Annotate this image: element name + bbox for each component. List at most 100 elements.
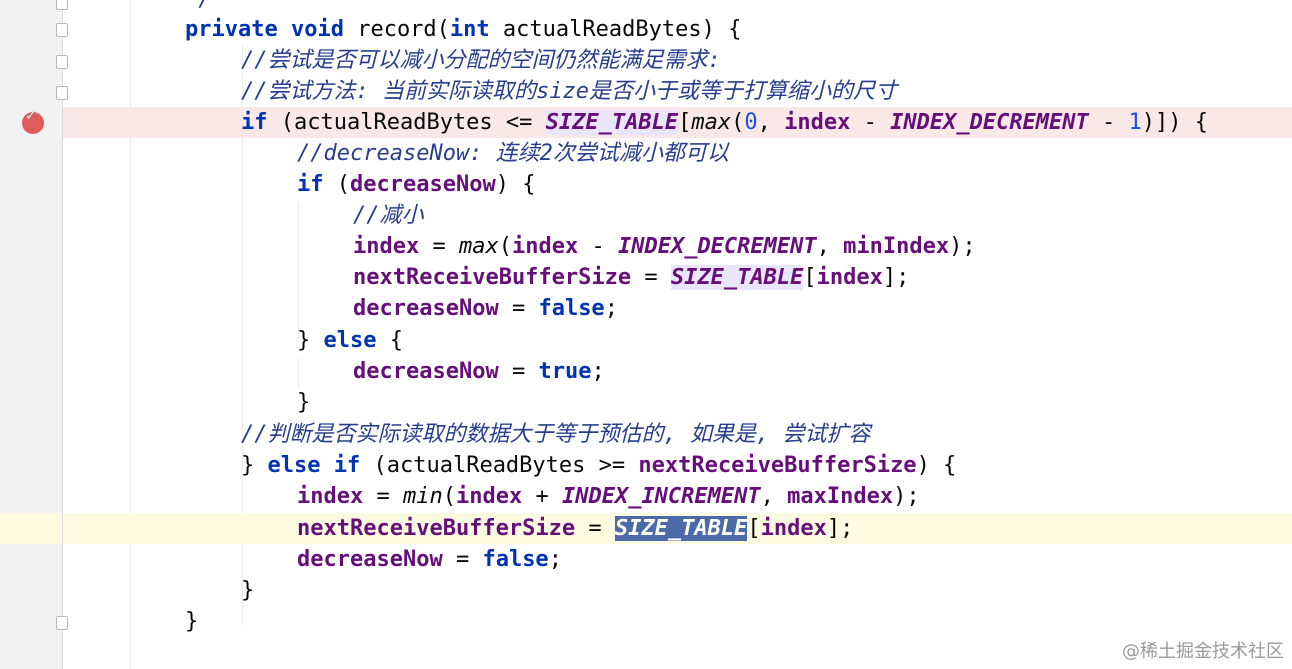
- code-text: =: [432, 234, 446, 259]
- code-line[interactable]: decreaseNow = true;: [63, 356, 1292, 387]
- code-text: ;: [548, 547, 562, 572]
- code-line[interactable]: }: [63, 575, 1292, 606]
- code-text: }: [297, 328, 311, 353]
- code-text: (: [442, 484, 456, 509]
- field: maxIndex: [787, 484, 894, 509]
- keyword: void: [290, 17, 344, 42]
- code-line[interactable]: decreaseNow = false;: [63, 293, 1292, 324]
- caret-line-gutter: [0, 513, 62, 544]
- code-text: }: [185, 609, 199, 634]
- code-text: ) {: [495, 172, 536, 197]
- constant: INDEX_INCREMENT: [561, 484, 761, 509]
- code-text: =: [588, 516, 602, 541]
- comment: //减小: [353, 203, 424, 228]
- keyword: false: [538, 296, 605, 321]
- field: decreaseNow: [297, 547, 443, 572]
- comment: //尝试方法: 当前实际读取的size是否小于或等于打算缩小的尺寸: [241, 79, 897, 104]
- constant: SIZE_TABLE: [545, 110, 679, 135]
- code-text: -: [591, 234, 605, 259]
- code-line[interactable]: }: [63, 387, 1292, 418]
- code-line[interactable]: } else if (actualReadBytes >= nextReceiv…: [63, 450, 1292, 481]
- constant: SIZE_TABLE: [670, 265, 804, 290]
- field: index: [297, 484, 364, 509]
- code-text: (actualReadBytes >=: [373, 453, 626, 478]
- code-text: );: [893, 484, 920, 509]
- code-text: );: [949, 234, 976, 259]
- code-text: =: [455, 547, 470, 572]
- code-text: (: [498, 234, 512, 259]
- code-text: ,: [757, 110, 771, 135]
- code-line[interactable]: } else {: [63, 325, 1292, 356]
- method-call: min: [402, 484, 443, 509]
- breakpoint-icon[interactable]: ✓: [22, 108, 44, 134]
- keyword: if: [297, 172, 324, 197]
- code-line[interactable]: //判断是否实际读取的数据大于等于预估的, 如果是, 尝试扩容: [63, 419, 1292, 450]
- fold-marker-icon[interactable]: [56, 0, 68, 10]
- code-text: [: [678, 110, 692, 135]
- code-text: {: [389, 328, 403, 353]
- code-line[interactable]: //尝试是否可以减小分配的空间仍然能满足需求:: [63, 45, 1292, 76]
- field: decreaseNow: [353, 359, 499, 384]
- code-text: actualReadBytes) {: [502, 17, 742, 42]
- constant: INDEX_DECREMENT: [890, 110, 1089, 135]
- breakpoint-line[interactable]: if (actualReadBytes <= SIZE_TABLE[max(0,…: [63, 107, 1292, 138]
- code-text: =: [376, 484, 390, 509]
- comment-end: */: [185, 0, 212, 15]
- keyword: int: [449, 17, 490, 42]
- code-text: )]) {: [1141, 110, 1209, 135]
- code-text: =: [511, 296, 526, 321]
- code-text: -: [863, 110, 877, 135]
- code-line[interactable]: nextReceiveBufferSize = SIZE_TABLE[index…: [63, 262, 1292, 293]
- field: decreaseNow: [350, 172, 496, 197]
- code-line[interactable]: if (decreaseNow) {: [63, 169, 1292, 200]
- code-line[interactable]: //decreaseNow: 连续2次尝试减小都可以: [63, 138, 1292, 169]
- keyword: false: [482, 547, 549, 572]
- code-text: (actualReadBytes <=: [280, 110, 533, 135]
- field: index: [760, 516, 827, 541]
- method-call: max: [691, 110, 732, 135]
- caret-line[interactable]: nextReceiveBufferSize = SIZE_TABLE[index…: [63, 513, 1292, 544]
- code-text: =: [644, 265, 658, 290]
- code-text: ];: [882, 265, 910, 290]
- field: nextReceiveBufferSize: [297, 516, 576, 541]
- code-text: }: [297, 390, 311, 415]
- code-line[interactable]: index = min(index + INDEX_INCREMENT, max…: [63, 481, 1292, 512]
- code-text: ,: [816, 234, 830, 259]
- editor-gutter[interactable]: [0, 0, 63, 669]
- field: minIndex: [843, 234, 950, 259]
- code-text: =: [511, 359, 526, 384]
- code-text: record(: [357, 17, 450, 42]
- keyword: private: [185, 17, 278, 42]
- code-line[interactable]: index = max(index - INDEX_DECREMENT, min…: [63, 231, 1292, 262]
- field: index: [816, 265, 883, 290]
- field: index: [455, 484, 523, 509]
- selected-constant[interactable]: SIZE_TABLE: [614, 516, 748, 541]
- code-line[interactable]: //减小: [63, 200, 1292, 231]
- comment: //判断是否实际读取的数据大于等于预估的, 如果是, 尝试扩容: [241, 422, 871, 447]
- code-text: (: [731, 110, 745, 135]
- code-line[interactable]: }: [63, 606, 1292, 637]
- keyword: else: [323, 328, 377, 353]
- comment: //decreaseNow: 连续2次尝试减小都可以: [297, 141, 729, 166]
- constant: INDEX_DECREMENT: [617, 234, 817, 259]
- field: index: [511, 234, 579, 259]
- keyword: else: [267, 453, 321, 478]
- code-text: ;: [604, 296, 618, 321]
- code-line[interactable]: decreaseNow = false;: [63, 544, 1292, 575]
- fold-marker-icon[interactable]: [56, 23, 68, 37]
- field: decreaseNow: [353, 296, 499, 321]
- field: nextReceiveBufferSize: [638, 453, 917, 478]
- fold-marker-icon[interactable]: [56, 616, 68, 630]
- code-line[interactable]: */: [63, 0, 1292, 15]
- indent-guide: [298, 358, 299, 388]
- fold-marker-icon[interactable]: [56, 55, 68, 69]
- indent-guide: [298, 202, 299, 342]
- keyword: true: [538, 359, 592, 384]
- code-text: [: [803, 265, 817, 290]
- code-line[interactable]: //尝试方法: 当前实际读取的size是否小于或等于打算缩小的尺寸: [63, 76, 1292, 107]
- field: nextReceiveBufferSize: [353, 265, 632, 290]
- code-text: ) {: [916, 453, 957, 478]
- fold-marker-icon[interactable]: [56, 86, 68, 100]
- code-line[interactable]: private void record(int actualReadBytes)…: [63, 14, 1292, 45]
- code-text: -: [1102, 110, 1116, 135]
